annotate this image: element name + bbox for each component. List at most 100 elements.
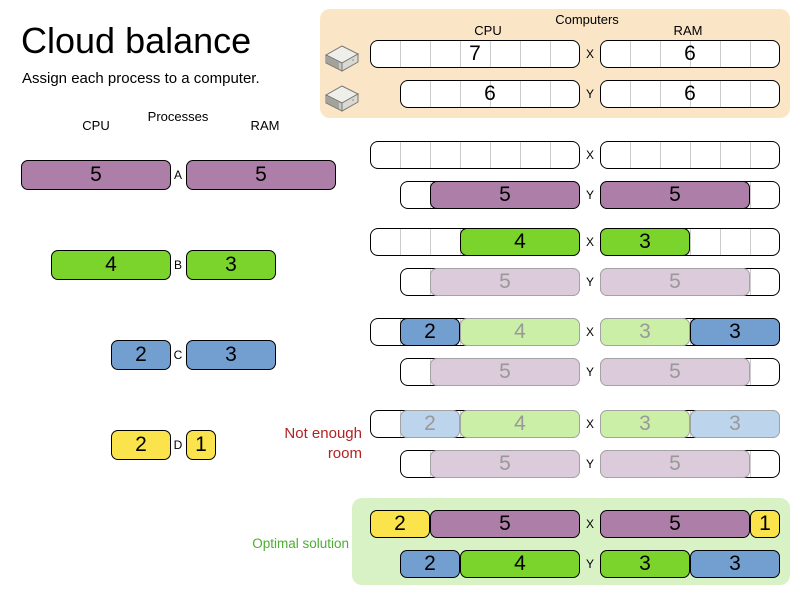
- cell-separator: [690, 81, 691, 107]
- computer-X-cpu-capacity-bar: 7: [370, 40, 580, 68]
- step4-ram-block-process-C: 3: [690, 410, 780, 438]
- cell-separator: [750, 81, 751, 107]
- cell-separator: [630, 81, 631, 107]
- cell-separator: [490, 81, 491, 107]
- cell-separator: [520, 142, 521, 168]
- page-subtitle: Assign each process to a computer.: [22, 70, 260, 87]
- cell-separator: [520, 81, 521, 107]
- process-B-cpu-block: 4: [51, 250, 171, 280]
- process-D-ram-block: 1: [186, 430, 216, 460]
- process-name-label: D: [173, 438, 183, 452]
- computers-header: Computers: [555, 12, 619, 27]
- cell-separator: [550, 81, 551, 107]
- optimal-cpu-block-process-D: 2: [370, 510, 430, 538]
- optimal-cpu-block-process-A: 5: [430, 510, 580, 538]
- process-B-ram-block: 3: [186, 250, 276, 280]
- step4-cpu-block-process-B: 4: [460, 410, 580, 438]
- step4-cpu-block-process-A: 5: [430, 450, 580, 478]
- computer-name-label: X: [585, 517, 595, 531]
- step3-cpu-block-process-A: 5: [430, 358, 580, 386]
- cell-separator: [460, 81, 461, 107]
- not-enough-room-line2: room: [327, 445, 362, 462]
- cell-separator: [430, 142, 431, 168]
- computer-name-label: Y: [585, 87, 595, 101]
- step4-ram-block-process-A: 5: [600, 450, 750, 478]
- cell-separator: [750, 229, 751, 255]
- step1-cpu-block-process-A: 5: [430, 181, 580, 209]
- cell-separator: [400, 41, 401, 67]
- optimal-ram-block-process-B: 3: [600, 550, 690, 578]
- cell-separator: [520, 41, 521, 67]
- cell-separator: [720, 41, 721, 67]
- cell-separator: [550, 41, 551, 67]
- cell-separator: [750, 41, 751, 67]
- computers-cpu-header: CPU: [474, 23, 502, 38]
- cell-separator: [690, 142, 691, 168]
- step1-ram-bar-X: [600, 141, 780, 169]
- process-C-ram-block: 3: [186, 340, 276, 370]
- step4-ram-block-process-B: 3: [600, 410, 690, 438]
- step2-ram-block-process-B: 3: [600, 228, 690, 256]
- cell-separator: [430, 81, 431, 107]
- process-name-label: C: [173, 348, 183, 362]
- computer-X-ram-capacity-bar: 6: [600, 40, 780, 68]
- computer-name-label: Y: [585, 457, 595, 471]
- process-A-cpu-block: 5: [21, 160, 171, 190]
- page-title: Cloud balance: [21, 20, 252, 61]
- optimal-cpu-block-process-B: 4: [460, 550, 580, 578]
- processes-header: Processes: [147, 109, 209, 124]
- computer-Y-cpu-capacity-bar: 6: [400, 80, 580, 108]
- computer-X-ram-value: 6: [684, 42, 696, 65]
- computer-name-label: X: [585, 325, 595, 339]
- cell-separator: [430, 229, 431, 255]
- cell-separator: [690, 41, 691, 67]
- optimal-ram-block-process-D: 1: [750, 510, 780, 538]
- step3-ram-block-process-A: 5: [600, 358, 750, 386]
- cell-separator: [490, 142, 491, 168]
- cell-separator: [750, 182, 751, 208]
- process-D-cpu-block: 2: [111, 430, 171, 460]
- cell-separator: [660, 81, 661, 107]
- process-A-ram-block: 5: [186, 160, 336, 190]
- optimal-solution-label: Optimal solution: [252, 536, 349, 551]
- computer-name-label: Y: [585, 557, 595, 571]
- step3-ram-block-process-C: 3: [690, 318, 780, 346]
- cell-separator: [430, 41, 431, 67]
- cell-separator: [490, 41, 491, 67]
- computer-X-cpu-value: 7: [469, 42, 481, 65]
- computer-Y-ram-capacity-bar: 6: [600, 80, 780, 108]
- step3-cpu-block-process-C: 2: [400, 318, 460, 346]
- cell-separator: [660, 41, 661, 67]
- cell-separator: [660, 142, 661, 168]
- cell-separator: [550, 142, 551, 168]
- processes-ram-header: RAM: [250, 118, 280, 133]
- not-enough-room-label: Not enough room: [284, 424, 362, 464]
- cell-separator: [750, 142, 751, 168]
- computer-name-label: X: [585, 417, 595, 431]
- cell-separator: [720, 229, 721, 255]
- computer-name-label: Y: [585, 188, 595, 202]
- optimal-cpu-block-process-C: 2: [400, 550, 460, 578]
- computer-Y-cpu-value: 6: [484, 82, 496, 105]
- step1-cpu-bar-X: [370, 141, 580, 169]
- step3-cpu-block-process-B: 4: [460, 318, 580, 346]
- cell-separator: [460, 142, 461, 168]
- process-C-cpu-block: 2: [111, 340, 171, 370]
- cell-separator: [720, 81, 721, 107]
- step3-ram-block-process-B: 3: [600, 318, 690, 346]
- not-enough-room-line1: Not enough: [284, 425, 362, 442]
- cell-separator: [400, 229, 401, 255]
- cell-separator: [720, 142, 721, 168]
- computer-icon: [323, 81, 361, 113]
- process-name-label: A: [173, 168, 183, 182]
- processes-cpu-header: CPU: [82, 118, 110, 133]
- cell-separator: [400, 142, 401, 168]
- step4-cpu-block-process-C: 2: [400, 410, 460, 438]
- computer-icon: [323, 41, 361, 73]
- step2-cpu-block-process-A: 5: [430, 268, 580, 296]
- computer-name-label: Y: [585, 275, 595, 289]
- cell-separator: [630, 41, 631, 67]
- cell-separator: [750, 451, 751, 477]
- computer-name-label: Y: [585, 365, 595, 379]
